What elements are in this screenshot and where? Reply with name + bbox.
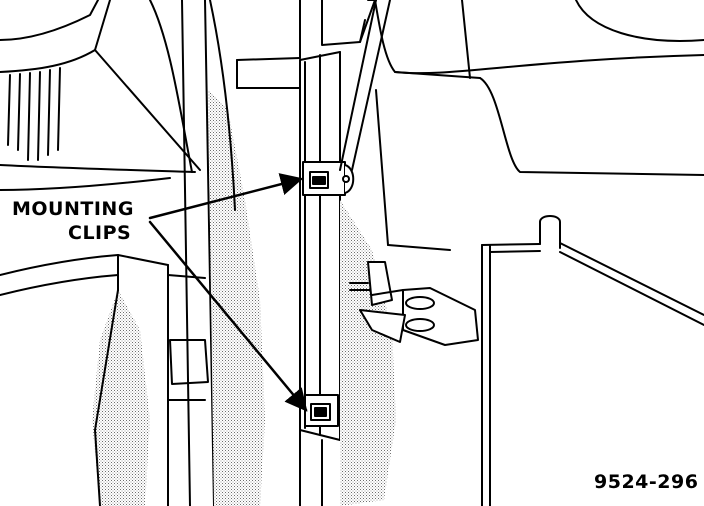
callout-label-mounting: MOUNTING — [12, 198, 134, 220]
hinge-hardware — [349, 261, 479, 346]
top-ledge — [236, 0, 377, 89]
vertical-rail — [299, 51, 396, 506]
right-housing — [374, 0, 704, 251]
diagonal-brace — [339, 0, 391, 171]
left-panel — [181, 0, 265, 506]
leader-to-lower-clip — [148, 220, 308, 412]
upper-left-housing — [0, 0, 201, 191]
figure-number: 9524-296 — [594, 471, 699, 493]
callout-label-clips: CLIPS — [68, 222, 132, 244]
leader-to-upper-clip — [148, 173, 304, 220]
upper-mounting-clip — [302, 161, 355, 196]
callout-leaders — [148, 173, 308, 412]
right-bracket-box — [481, 215, 704, 506]
lower-mounting-clip — [304, 394, 339, 427]
lower-left-bracket — [0, 254, 209, 506]
